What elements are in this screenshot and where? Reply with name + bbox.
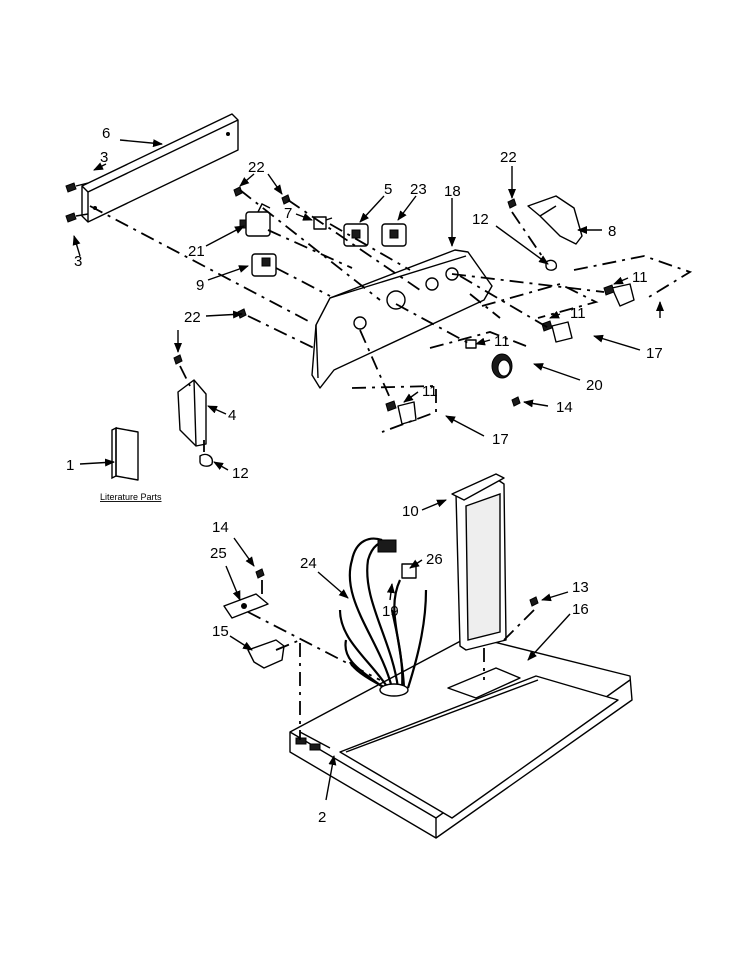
leader-lines	[72, 139, 664, 801]
switch-9	[251, 253, 277, 277]
callout-9: 9	[196, 277, 204, 294]
callout-12-bottom: 12	[232, 465, 249, 482]
clip-12-top	[545, 259, 558, 271]
switch-23	[381, 223, 407, 247]
callout-7: 7	[284, 205, 292, 222]
callout-19: 19	[382, 603, 399, 620]
knob-11-small	[465, 339, 477, 349]
callout-20: 20	[586, 377, 603, 394]
knob-20	[491, 353, 513, 379]
bracket-15	[247, 639, 285, 669]
top-panel	[289, 635, 633, 839]
knob-11-bottom	[385, 400, 417, 425]
callout-10: 10	[402, 503, 419, 520]
knob-11-right-top	[603, 283, 635, 307]
callout-16: 16	[572, 601, 589, 618]
bottom-guide-lines	[247, 580, 535, 740]
end-cap-8	[507, 195, 583, 245]
callout-22-top: 22	[248, 159, 265, 176]
callout-labels: 6 3 3 22 7 21 9 5 23 18 22 8 12 11 11 11…	[66, 125, 663, 826]
callout-26: 26	[426, 551, 443, 568]
callout-22-left: 22	[184, 309, 201, 326]
callout-5: 5	[384, 181, 392, 198]
callout-17-right: 17	[646, 345, 663, 362]
knob-11-right-mid	[541, 320, 573, 343]
guide-lines	[89, 189, 693, 452]
callout-11-bottom: 11	[422, 383, 438, 400]
literature-parts-label: Literature Parts	[100, 492, 162, 502]
callout-18: 18	[444, 183, 461, 200]
callout-1: 1	[66, 457, 74, 474]
callout-12-top: 12	[472, 211, 489, 228]
callout-6: 6	[102, 125, 110, 142]
callout-8: 8	[608, 223, 616, 240]
callout-3-bottom: 3	[74, 253, 82, 270]
screw-13	[529, 596, 539, 607]
callout-22-right: 22	[500, 149, 517, 166]
callout-14-right: 14	[556, 399, 573, 416]
callout-17-bottom: 17	[492, 431, 509, 448]
callout-2: 2	[318, 809, 326, 826]
callout-14-bottom: 14	[212, 519, 229, 536]
wire-harness	[338, 537, 428, 697]
part-7	[313, 216, 333, 230]
switch-21	[239, 203, 271, 237]
screw-3-bottom	[65, 212, 89, 223]
switch-5	[343, 223, 369, 247]
clip-12-bottom	[199, 453, 214, 467]
callout-11-right-mid: 11	[570, 305, 586, 322]
callout-25: 25	[210, 545, 227, 562]
screw-3-top	[65, 182, 89, 193]
callout-23: 23	[410, 181, 427, 198]
callout-11-mid: 11	[494, 333, 510, 350]
callout-11-right-top: 11	[632, 269, 648, 286]
end-cap-4	[173, 354, 207, 447]
callout-3-top: 3	[100, 149, 108, 166]
callout-15: 15	[212, 623, 229, 640]
callout-21: 21	[188, 243, 205, 260]
callout-24: 24	[300, 555, 317, 572]
lint-filter	[451, 473, 507, 651]
callout-13: 13	[572, 579, 589, 596]
literature-booklet	[111, 426, 139, 481]
bracket-25	[223, 568, 269, 619]
console-panel	[311, 249, 493, 389]
callout-4: 4	[228, 407, 236, 424]
screw-14-right	[511, 396, 521, 407]
screws-22-top	[233, 186, 291, 319]
